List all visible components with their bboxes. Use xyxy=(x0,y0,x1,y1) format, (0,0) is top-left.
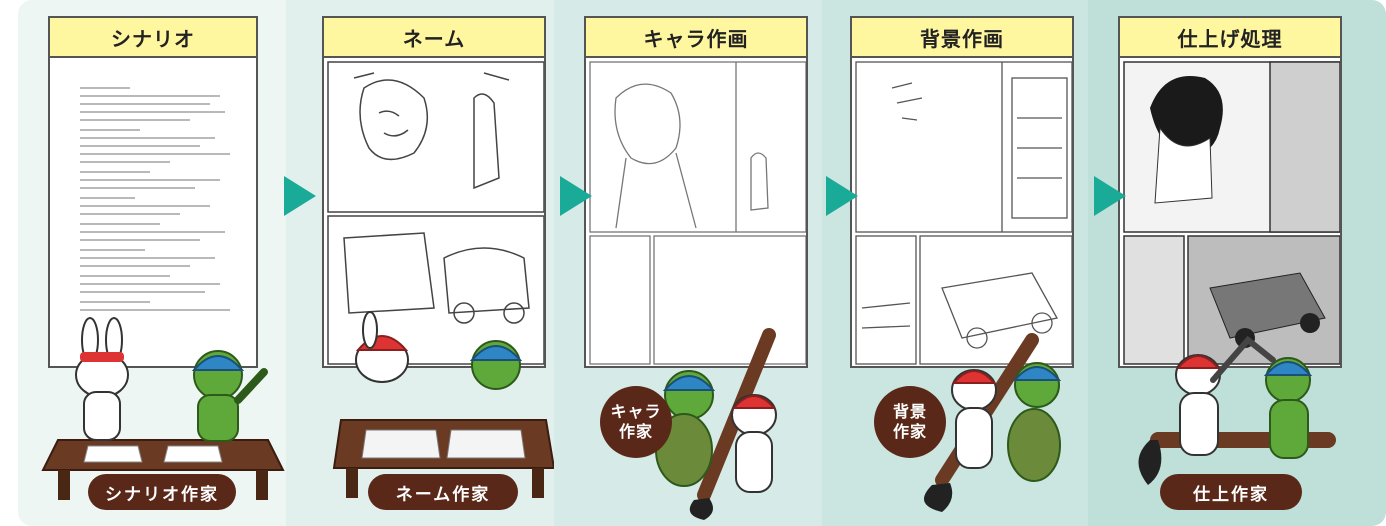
creator-badge-character: キャラ 作家 xyxy=(600,386,672,458)
flow-arrow-2 xyxy=(560,176,592,216)
flow-arrow-1 xyxy=(284,176,316,216)
creator-label-finishing: 仕上作家 xyxy=(1160,474,1302,510)
step-title-name: ネーム xyxy=(322,16,546,58)
finished-manga-art xyxy=(1123,61,1340,365)
step-panel-background: 背景作画 xyxy=(822,0,1088,526)
creator-label-name: ネーム作家 xyxy=(368,474,518,510)
scenario-writers-illustration xyxy=(41,317,285,500)
character-drawing-page xyxy=(584,58,808,368)
workflow-diagram: シナリオ xyxy=(18,0,1386,526)
character-line-art xyxy=(589,61,806,365)
finished-page xyxy=(1118,58,1342,368)
rough-sketch-art xyxy=(327,61,544,365)
creator-label-scenario: シナリオ作家 xyxy=(88,474,236,510)
step-panel-name: ネーム xyxy=(284,0,554,526)
step-title-character: キャラ作画 xyxy=(584,16,808,58)
step-title-background: 背景作画 xyxy=(850,16,1074,58)
background-drawing-page xyxy=(850,58,1074,368)
step-title-scenario: シナリオ xyxy=(48,16,258,58)
step-panel-finishing: 仕上げ処理 仕上作家 xyxy=(1088,0,1386,526)
flow-arrow-3 xyxy=(826,176,858,216)
creator-label-character: キャラ 作家 xyxy=(610,402,662,441)
background-line-art xyxy=(855,61,1072,365)
creator-label-background: 背景 作家 xyxy=(892,402,927,441)
background-artists-illustration xyxy=(924,333,1062,512)
name-artists-illustration xyxy=(332,311,554,498)
step-title-finishing: 仕上げ処理 xyxy=(1118,16,1342,58)
flow-arrow-4 xyxy=(1094,176,1126,216)
script-text-lines xyxy=(80,87,230,311)
scenario-script-page xyxy=(48,58,258,368)
step-panel-scenario: シナリオ xyxy=(18,0,286,526)
finishing-artists-illustration xyxy=(1138,335,1336,485)
creator-badge-background: 背景 作家 xyxy=(874,386,946,458)
step-panel-character: キャラ作画 xyxy=(554,0,822,526)
name-sketch-page xyxy=(322,58,546,368)
character-artists-illustration xyxy=(655,328,777,520)
